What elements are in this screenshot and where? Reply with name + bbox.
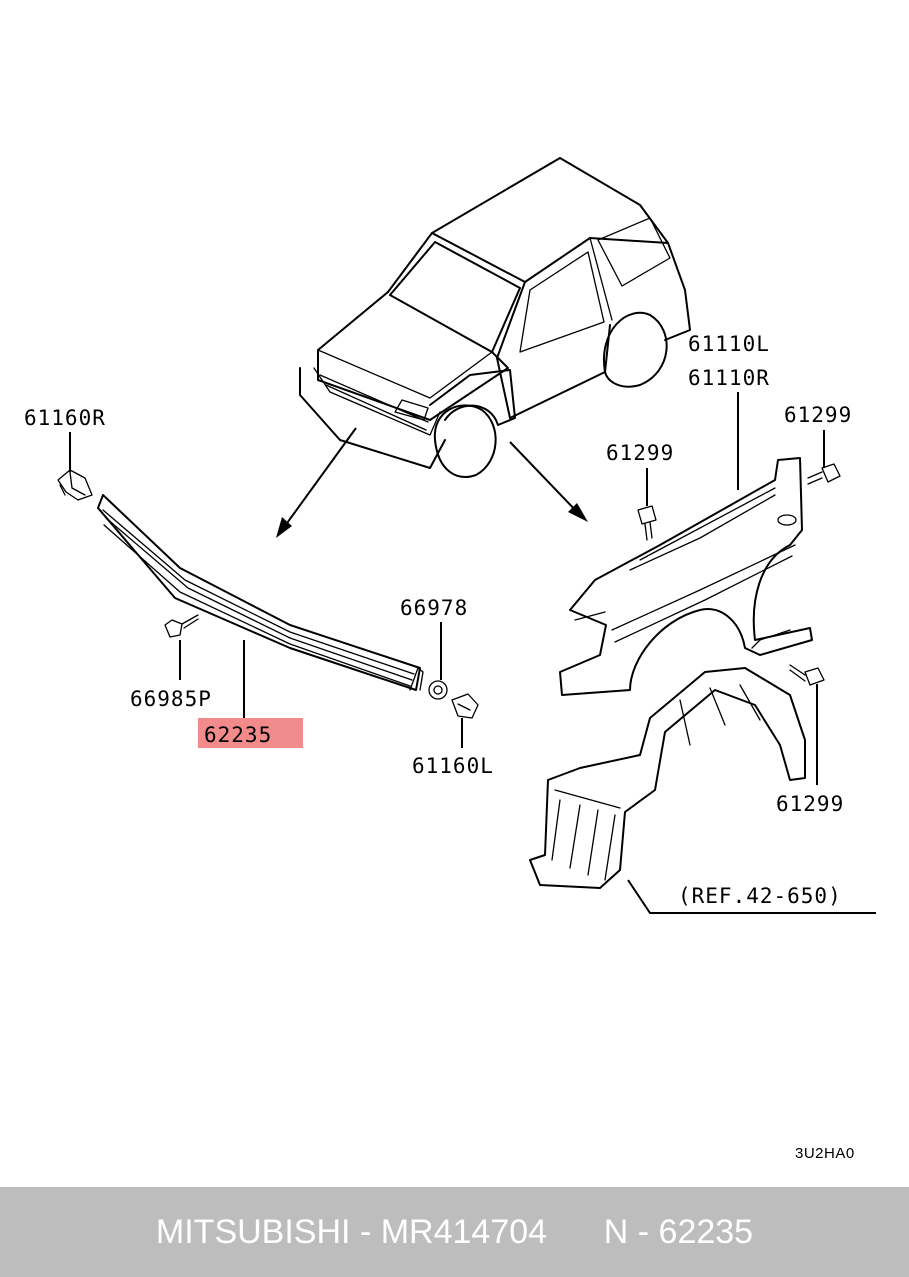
clip-illustration [164, 614, 199, 638]
label-fender-left[interactable]: 61110L [688, 332, 770, 356]
bracket-right-illustration [57, 469, 93, 501]
highlight-box [198, 718, 303, 748]
grille-panel-illustration [97, 494, 424, 691]
footer-position-prefix: N [603, 1212, 629, 1251]
label-reference[interactable]: (REF.42-650) [678, 884, 842, 908]
label-bracket-right[interactable]: 61160R [24, 406, 106, 430]
fender-liner-illustration [529, 667, 806, 889]
leader-lines [69, 392, 876, 914]
bracket-left-illustration [451, 693, 479, 719]
label-highlighted-part[interactable]: 62235 [204, 723, 272, 747]
label-grommet[interactable]: 66978 [400, 596, 468, 620]
label-bracket-left[interactable]: 61160L [412, 754, 494, 778]
fender-illustration [559, 457, 813, 696]
bolt-upper-mid-illustration [637, 505, 657, 541]
footer-brand: MITSUBISHI [155, 1212, 351, 1251]
label-clip[interactable]: 66985P [130, 687, 212, 711]
vehicle-illustration [276, 157, 691, 538]
diagram-code: 3U2HA0 [795, 1145, 855, 1162]
parts-diagram: 61110L 61110R 61160R 61299 61299 66978 6… [24, 157, 876, 1162]
label-bolt-upper-mid[interactable]: 61299 [606, 441, 674, 465]
bolt-upper-right-illustration [807, 463, 841, 485]
label-bolt-lower-right[interactable]: 61299 [776, 792, 844, 816]
grommet-illustration [428, 680, 448, 700]
footer-bar: MITSUBISHI - MR414704 N - 62235 [0, 1187, 909, 1277]
footer-separator: - [359, 1212, 372, 1251]
footer-part-number: MR414704 [380, 1212, 548, 1251]
bolt-lower-right-illustration [789, 664, 825, 686]
label-bolt-upper-right[interactable]: 61299 [784, 403, 852, 427]
footer-position-number: 62235 [658, 1212, 754, 1251]
label-fender-right[interactable]: 61110R [688, 366, 770, 390]
